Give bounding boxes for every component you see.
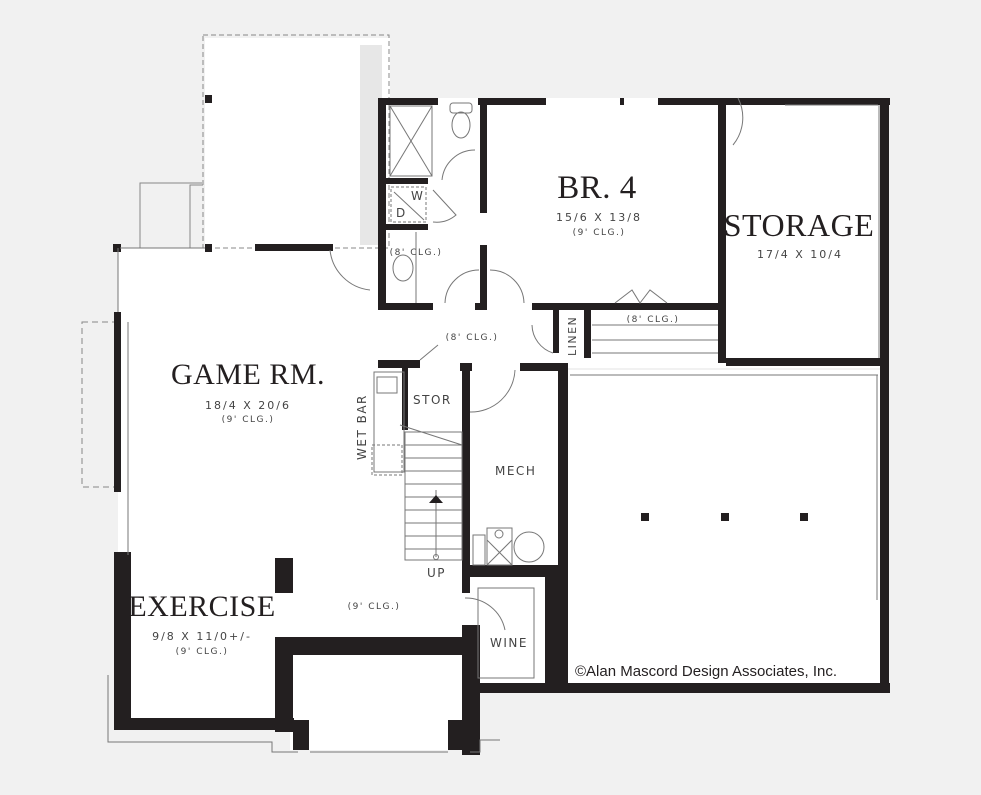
walls bbox=[113, 95, 890, 755]
room-ceiling-bath: (8' CLG.) bbox=[389, 248, 443, 258]
room-ceiling-exercise-hall: (9' CLG.) bbox=[347, 602, 401, 612]
room-ceiling-exercise: (9' CLG.) bbox=[175, 647, 229, 657]
copyright-notice: ©Alan Mascord Design Associates, Inc. bbox=[575, 663, 838, 680]
dryer-label: D bbox=[396, 206, 407, 220]
stair-arrow bbox=[429, 495, 443, 503]
stair-up-label: UP bbox=[427, 566, 447, 580]
room-ceiling-br4: (9' CLG.) bbox=[572, 228, 626, 238]
room-ceiling-game: (9' CLG.) bbox=[221, 415, 275, 425]
room-label-stor: STOR bbox=[413, 393, 452, 407]
room-dims-br4: 15/6 X 13/8 bbox=[556, 211, 642, 224]
room-ceiling-closet: (8' CLG.) bbox=[626, 315, 680, 325]
room-label-wetbar: WET BAR bbox=[355, 394, 369, 460]
room-dims-game: 18/4 X 20/6 bbox=[205, 399, 291, 412]
patio-hatch bbox=[360, 45, 382, 245]
room-dims-storage: 17/4 X 10/4 bbox=[757, 248, 843, 261]
floor-areas bbox=[118, 38, 885, 750]
room-dims-exercise: 9/8 X 11/0+/- bbox=[152, 630, 252, 643]
room-label-storage: STORAGE bbox=[723, 207, 875, 243]
room-label-wine: WINE bbox=[490, 636, 528, 650]
room-label-mech: MECH bbox=[495, 464, 537, 478]
room-ceiling-hall: (8' CLG.) bbox=[445, 333, 499, 343]
room-label-linen: LINEN bbox=[566, 315, 579, 356]
fixtures bbox=[107, 97, 880, 753]
room-label-exercise: EXERCISE bbox=[128, 590, 276, 623]
room-label-br4: BR. 4 bbox=[557, 170, 637, 206]
room-label-game: GAME RM. bbox=[170, 358, 326, 391]
washer-label: W bbox=[411, 189, 425, 203]
